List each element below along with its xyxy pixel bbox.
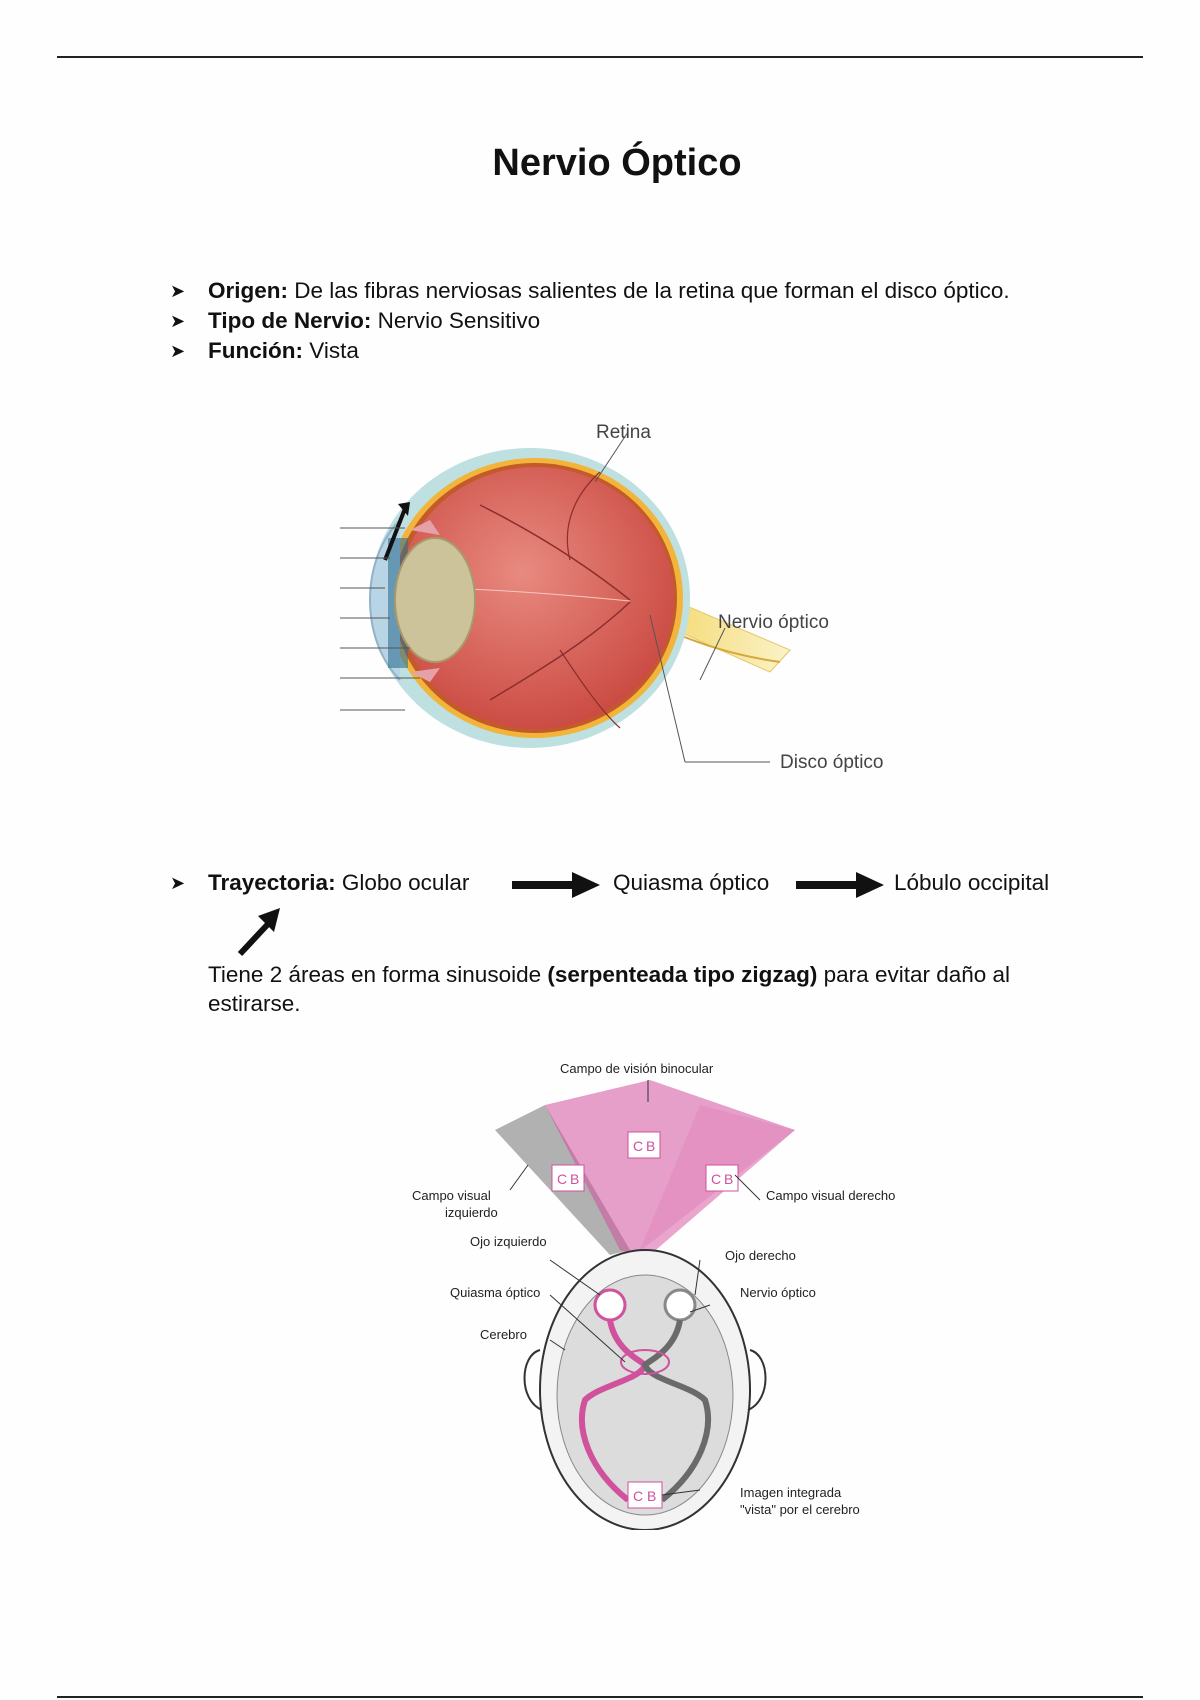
integrated-image-label: Imagen integrada bbox=[740, 1485, 842, 1500]
trajectory-step-2: Quiasma óptico bbox=[613, 870, 770, 895]
cube-icon: C B bbox=[551, 1164, 585, 1192]
arrow-right-icon bbox=[796, 872, 884, 898]
trajectory-row: ➤ Trayectoria: Globo ocular Quiasma ópti… bbox=[170, 868, 1130, 898]
top-rule bbox=[57, 56, 1143, 58]
list-item-tipo: ➤ Tipo de Nervio: Nervio Sensitivo bbox=[170, 306, 1050, 336]
svg-text:C: C bbox=[633, 1488, 643, 1504]
optic-disc-label: Disco óptico bbox=[780, 752, 884, 773]
svg-text:C: C bbox=[711, 1171, 721, 1187]
binocular-field-label: Campo de visión binocular bbox=[560, 1061, 714, 1076]
svg-text:B: B bbox=[646, 1138, 655, 1154]
list-item-funcion: ➤ Función: Vista bbox=[170, 336, 1050, 366]
optic-nerve-brain-label: Nervio óptico bbox=[740, 1285, 816, 1300]
chiasm-label: Quiasma óptico bbox=[450, 1285, 540, 1300]
trajectory-label-group: Trayectoria: Globo ocular bbox=[208, 868, 469, 898]
info-list: ➤ Origen: De las fibras nerviosas salien… bbox=[170, 276, 1050, 366]
arrow-bullet-icon: ➤ bbox=[170, 311, 186, 331]
trajectory-step-1: Globo ocular bbox=[341, 870, 470, 895]
cube-icon: C B bbox=[705, 1164, 739, 1192]
cube-icon: C B bbox=[627, 1131, 661, 1159]
retina-label: Retina bbox=[596, 422, 651, 443]
arrow-up-right-icon bbox=[237, 908, 280, 957]
svg-text:B: B bbox=[570, 1171, 579, 1187]
trajectory-label: Trayectoria: bbox=[208, 870, 336, 895]
bullet-text: Vista bbox=[302, 338, 359, 363]
right-field-label: Campo visual derecho bbox=[766, 1188, 895, 1203]
bullet-label: Función: bbox=[208, 338, 303, 363]
arrow-bullet-icon: ➤ bbox=[170, 873, 186, 893]
eye-figure: Retina Nervio óptico Disco óptico bbox=[340, 422, 884, 773]
cube-icon: C B bbox=[627, 1481, 663, 1509]
brain-label: Cerebro bbox=[480, 1327, 527, 1342]
svg-text:C: C bbox=[557, 1171, 567, 1187]
bullet-text: Nervio Sensitivo bbox=[371, 308, 541, 333]
optic-nerve-label: Nervio óptico bbox=[718, 612, 829, 633]
note-text: Tiene 2 áreas en forma sinusoide bbox=[208, 962, 548, 987]
left-field-label-2: izquierdo bbox=[445, 1205, 498, 1220]
trajectory-section: ➤ Trayectoria: Globo ocular Quiasma ópti… bbox=[170, 868, 1130, 957]
integrated-image-label-2: "vista" por el cerebro bbox=[740, 1502, 860, 1517]
bullet-text: De las fibras nerviosas salientes de la … bbox=[288, 278, 1010, 303]
note-paragraph: Tiene 2 áreas en forma sinusoide (serpen… bbox=[208, 960, 1078, 1018]
left-field-label: Campo visual bbox=[412, 1188, 491, 1203]
note-bold: (serpenteada tipo zigzag) bbox=[547, 962, 818, 987]
arrow-bullet-icon: ➤ bbox=[170, 281, 186, 301]
right-eye-label: Ojo derecho bbox=[725, 1248, 796, 1263]
bullet-label: Origen: bbox=[208, 278, 289, 303]
svg-text:B: B bbox=[647, 1488, 656, 1504]
note-text-end: para evitar daño al estirarse. bbox=[208, 962, 1011, 1016]
list-item-origen: ➤ Origen: De las fibras nerviosas salien… bbox=[170, 276, 1050, 306]
trajectory-step-3: Lóbulo occipital bbox=[894, 870, 1050, 895]
left-eye-label: Ojo izquierdo bbox=[470, 1234, 547, 1249]
visual-pathway-figure: C B C B C B C B Campo de visión binocula… bbox=[412, 1061, 895, 1530]
page-title: Nervio Óptico bbox=[492, 142, 742, 184]
bottom-rule bbox=[57, 1696, 1143, 1698]
svg-text:C: C bbox=[633, 1138, 643, 1154]
bullet-label: Tipo de Nervio: bbox=[208, 308, 372, 333]
arrow-bullet-icon: ➤ bbox=[170, 341, 186, 361]
arrow-right-icon bbox=[512, 872, 600, 898]
svg-text:B: B bbox=[724, 1171, 733, 1187]
